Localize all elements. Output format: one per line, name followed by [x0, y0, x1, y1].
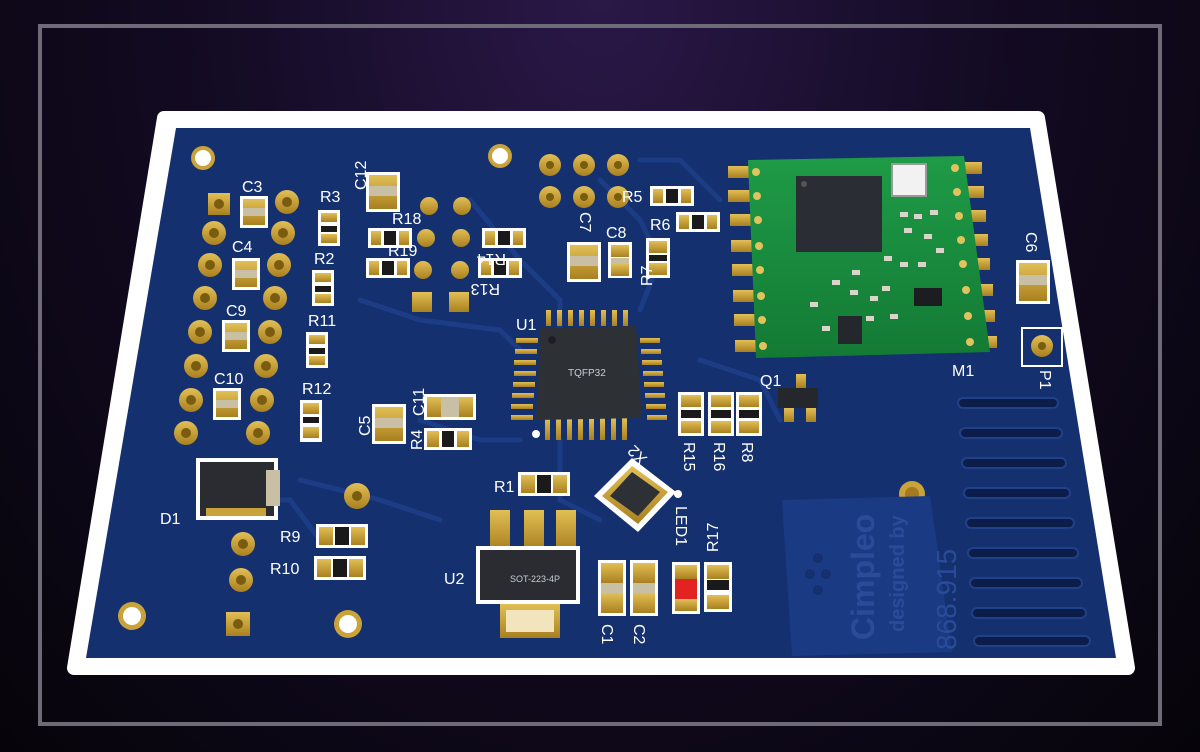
label-u2-body: SOT-223-4P: [510, 574, 560, 584]
label-r1: R1: [494, 479, 515, 496]
label-m1: M1: [952, 363, 974, 380]
label-u1-body: TQFP32: [568, 368, 606, 379]
label-c5: C5: [357, 415, 374, 436]
upper-passives: [567, 186, 720, 282]
logo-designed-by: designed by: [887, 514, 909, 632]
bottom-left-pins: [226, 532, 255, 636]
u1-chip: [511, 310, 667, 440]
label-c12: C12: [353, 161, 370, 190]
d1-pad-hole: [352, 491, 362, 501]
label-c1: C1: [598, 624, 615, 645]
label-r8: R8: [738, 442, 755, 463]
label-c2: C2: [630, 624, 647, 645]
label-c4: C4: [232, 239, 253, 256]
label-c7: C7: [576, 212, 593, 233]
outer-frame: [38, 24, 1162, 726]
label-r17: R17: [705, 523, 722, 552]
c6-p1: [1016, 260, 1063, 367]
label-r6: R6: [650, 217, 671, 234]
label-u1: U1: [516, 317, 537, 334]
mounting-holes: [118, 144, 925, 638]
label-r13: R13: [471, 280, 500, 297]
logo-phone: 868.915: [931, 549, 962, 650]
label-c9: C9: [226, 303, 247, 320]
logo-cimpleo: Cimpleo: [845, 514, 881, 640]
label-r11: R11: [308, 313, 336, 330]
label-u2: U2: [444, 571, 465, 588]
c1-c2-led-r17: [598, 560, 732, 616]
label-c8: C8: [606, 225, 627, 242]
label-r9: R9: [280, 529, 301, 546]
resistor-cluster: [366, 172, 526, 312]
left-capacitors: [213, 196, 268, 420]
x2-crystal: [594, 458, 682, 532]
label-r4: R4: [409, 429, 426, 450]
label-r16: R16: [710, 442, 727, 471]
label-c10: C10: [214, 371, 243, 388]
left-header-pins: [174, 190, 299, 445]
r9-r10: [314, 524, 368, 580]
label-r14: R14: [477, 250, 506, 267]
label-c3: C3: [242, 179, 263, 196]
label-p1: P1: [1036, 370, 1053, 390]
m1-edge-pads: [957, 397, 1091, 647]
label-r5: R5: [622, 189, 643, 206]
label-r3: R3: [320, 189, 341, 206]
label-r7: R7: [639, 265, 656, 286]
radio-module: [728, 156, 997, 358]
label-r12: R12: [302, 381, 331, 398]
left-resistors: [300, 210, 340, 442]
c5-c11-r4: [372, 394, 476, 450]
label-q1: Q1: [760, 373, 781, 390]
d1-diode: [196, 458, 280, 520]
cimpleo-logo-block: [782, 496, 952, 656]
r1-resistor: [518, 472, 570, 496]
label-r2: R2: [314, 251, 335, 268]
label-r18: R18: [392, 211, 421, 228]
u2-regulator: [476, 510, 580, 638]
label-r19: R19: [388, 243, 417, 260]
label-c6: C6: [1022, 232, 1039, 253]
q1-resistors: [678, 374, 818, 436]
label-d1: D1: [160, 511, 181, 528]
label-c11: C11: [411, 388, 428, 416]
top-header-pins: [539, 154, 629, 208]
label-r15: R15: [680, 442, 697, 471]
label-r10: R10: [270, 561, 299, 578]
label-led1: LED1: [672, 506, 689, 546]
